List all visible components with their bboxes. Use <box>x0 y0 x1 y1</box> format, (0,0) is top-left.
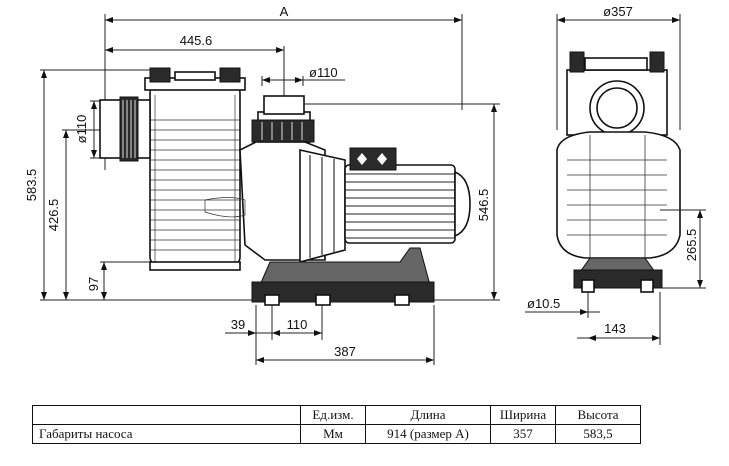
pump-dimension-drawing: A 445.6 ø110 583.5 426.5 97 <box>24 4 706 365</box>
spec-table: Ед.изм. Длина Ширина Высота Габариты нас… <box>32 405 641 444</box>
table-header-cell: Длина <box>365 405 491 425</box>
table-cell: 583,5 <box>555 424 641 444</box>
table-header-cell: Высота <box>555 405 641 425</box>
dim-foot-half-width: 143 <box>604 321 626 336</box>
table-header-row: Ед.изм. Длина Ширина Высота <box>32 405 641 425</box>
dim-base-length: 387 <box>334 344 356 359</box>
table-header-cell <box>32 405 301 425</box>
dim-a-label: A <box>280 4 289 19</box>
table-header-cell: Ед.изм. <box>300 405 366 425</box>
dim-base-height: 97 <box>86 277 101 291</box>
dim-inlet-height: 426.5 <box>46 199 61 232</box>
table-cell: 914 (размер А) <box>365 424 491 444</box>
table-cell: Габариты насоса <box>32 424 301 444</box>
dim-width: ø357 <box>603 4 633 19</box>
dim-outlet-diameter: ø110 <box>309 65 338 80</box>
dim-inlet-diameter: ø110 <box>74 115 89 144</box>
dim-bolt-hole: ø10.5 <box>527 296 560 311</box>
side-view: A 445.6 ø110 583.5 426.5 97 <box>24 4 500 365</box>
dim-foot-offset: 39 <box>231 317 245 332</box>
table-cell: 357 <box>490 424 556 444</box>
dim-445-label: 445.6 <box>180 33 213 48</box>
dim-outlet-height: 546.5 <box>476 189 491 222</box>
dim-axis-height: 265.5 <box>684 229 699 262</box>
table-row: Габариты насоса Мм 914 (размер А) 357 58… <box>32 424 641 444</box>
dim-total-height: 583.5 <box>24 169 39 202</box>
table-cell: Мм <box>300 424 366 444</box>
table-header-cell: Ширина <box>490 405 556 425</box>
dim-foot-spacing: 110 <box>287 317 308 332</box>
end-view: ø357 265.5 <box>525 4 706 345</box>
